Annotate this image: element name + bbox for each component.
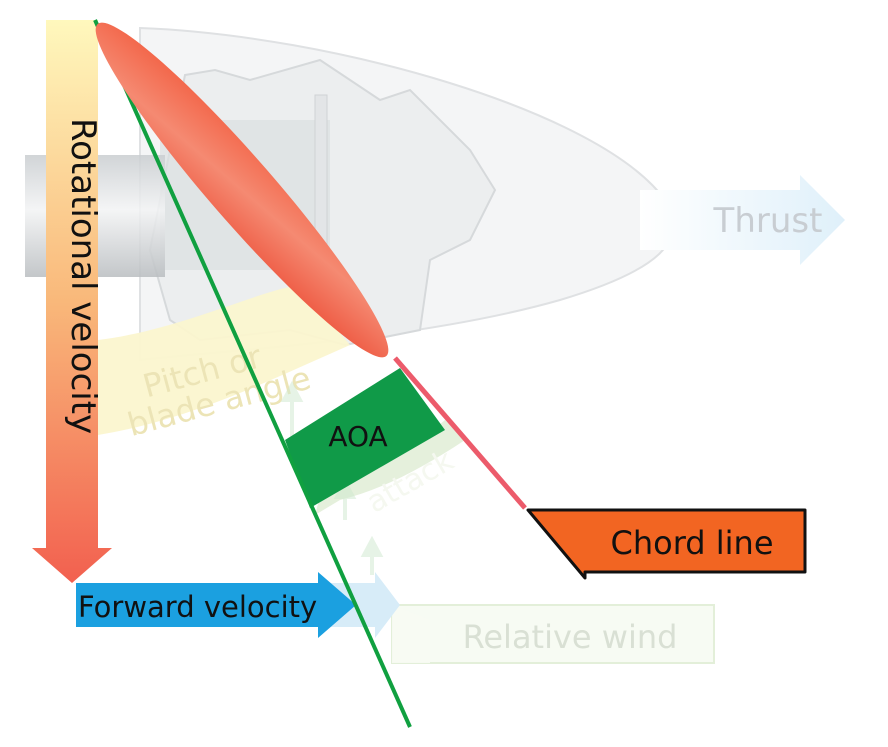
propeller-blade xyxy=(95,22,389,358)
chord-line-label: Chord line xyxy=(610,524,773,562)
rotational-velocity-label: Rotational velocity xyxy=(63,118,103,434)
rotational-velocity-arrow xyxy=(32,20,112,583)
chord-line-box xyxy=(526,508,807,580)
aoa-label: AOA xyxy=(328,420,387,453)
aoa-band xyxy=(285,368,445,508)
thrust-label: Thrust xyxy=(713,201,823,241)
pitch-angle-band xyxy=(98,285,350,435)
relative-wind-label: Relative wind xyxy=(463,618,678,656)
forward-velocity-label: Forward velocity xyxy=(78,590,317,624)
forward-velocity-arrow xyxy=(76,572,356,638)
chord-line xyxy=(393,356,527,510)
thrust-arrow xyxy=(640,175,845,265)
relative-wind-line xyxy=(93,19,412,728)
relative-wind-pointer xyxy=(392,605,430,663)
attack-band xyxy=(315,420,465,515)
relative-wind-box xyxy=(391,604,715,664)
forward-velocity-arrow-ghost xyxy=(320,572,400,638)
